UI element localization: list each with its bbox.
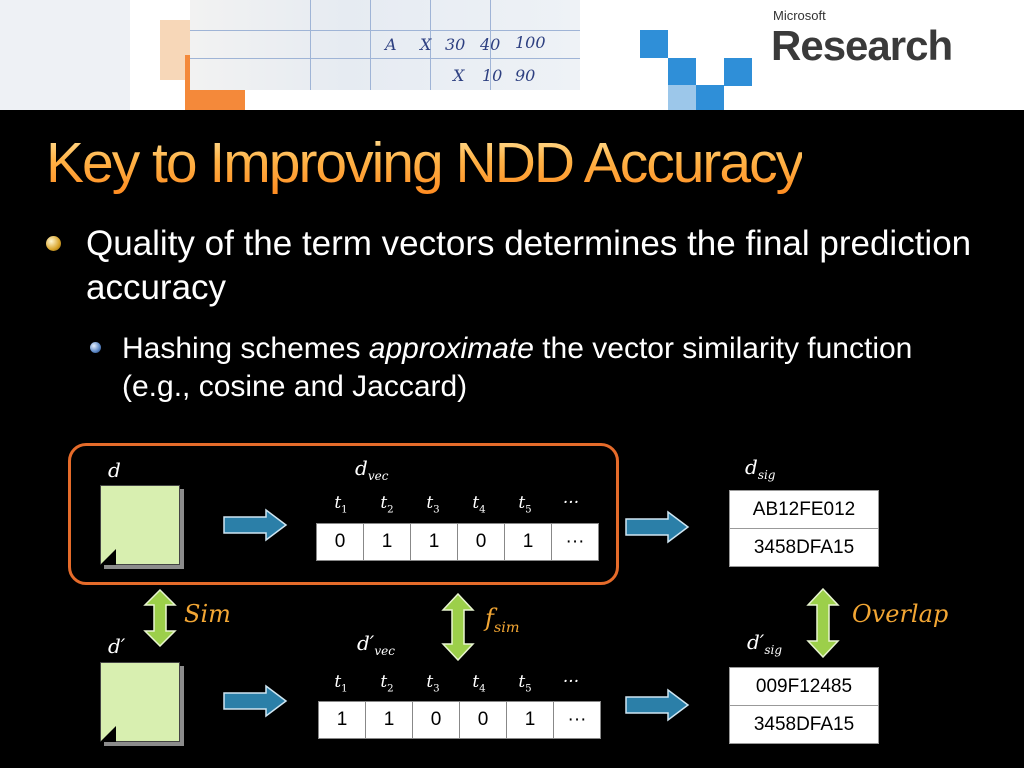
doc-label-d: d xyxy=(108,458,121,482)
handwriting: 10 xyxy=(482,66,503,85)
term-header: t3 xyxy=(426,672,440,695)
term-header-row: t1 t2 t3 t4 t5 ··· xyxy=(318,672,594,694)
vec-label: dvec xyxy=(355,456,389,483)
vector-cell: 0 xyxy=(412,701,460,739)
term-header: t3 xyxy=(426,493,440,516)
header-banner: A X 30 40 100 X 10 90 Microsoft Research xyxy=(0,0,1024,110)
decor-square xyxy=(668,85,696,110)
term-header: t2 xyxy=(380,672,394,695)
handwriting: X xyxy=(420,35,432,54)
highlight-box xyxy=(68,443,619,585)
fsim-label: fsim xyxy=(485,604,520,636)
signature-cell: 3458DFA15 xyxy=(729,705,879,744)
signature-cell: 009F12485 xyxy=(729,667,879,706)
signature-table: 009F12485 3458DFA15 xyxy=(729,667,879,744)
overlap-label: Overlap xyxy=(852,600,949,628)
term-header: t1 xyxy=(334,672,348,695)
sim-label: Sim xyxy=(184,600,231,628)
vector-cell: 1 xyxy=(318,701,366,739)
sub-bullet-icon xyxy=(90,342,101,353)
term-header: t4 xyxy=(472,672,486,695)
handwriting: 40 xyxy=(480,35,501,54)
term-header: ··· xyxy=(562,672,580,692)
logo-research: Research xyxy=(771,22,953,69)
signature-cell: 3458DFA15 xyxy=(729,528,879,567)
vec-label: d′vec xyxy=(357,631,395,658)
decor-square xyxy=(696,85,724,110)
term-header: t1 xyxy=(334,493,348,516)
term-header: t5 xyxy=(518,493,532,516)
handwriting: 100 xyxy=(515,33,546,52)
doc-label-d-prime: d′ xyxy=(108,634,126,658)
document-icon xyxy=(100,662,180,742)
right-arrow-icon xyxy=(223,684,288,718)
vector-cell: 0 xyxy=(457,523,505,561)
decor-square xyxy=(668,58,696,86)
term-header: t4 xyxy=(472,493,486,516)
term-header: ··· xyxy=(562,493,580,513)
term-header: t2 xyxy=(380,493,394,516)
double-arrow-icon xyxy=(441,593,475,661)
term-vector-table: 1 1 0 0 1 ··· xyxy=(318,701,601,739)
right-arrow-icon xyxy=(223,508,288,542)
logo-microsoft: Microsoft xyxy=(773,8,826,23)
slide-title: Key to Improving NDD Accuracy xyxy=(46,131,804,195)
vector-cell: 0 xyxy=(316,523,364,561)
document-icon xyxy=(100,485,180,565)
vector-cell: 1 xyxy=(504,523,552,561)
signature-table: AB12FE012 3458DFA15 xyxy=(729,490,879,567)
right-arrow-icon xyxy=(625,510,690,544)
bullet-level2: Hashing schemes approximate the vector s… xyxy=(122,332,913,403)
handwriting: X xyxy=(453,66,465,85)
sig-label: dsig xyxy=(745,455,776,482)
right-arrow-icon xyxy=(625,688,690,722)
decor-square xyxy=(640,30,668,58)
vector-cell: 1 xyxy=(506,701,554,739)
decor-square xyxy=(724,58,752,86)
decor-square xyxy=(0,0,130,110)
handwriting: A xyxy=(385,35,397,54)
term-header-row: t1 t2 t3 t4 t5 ··· xyxy=(318,493,594,515)
handwriting: 30 xyxy=(445,35,466,54)
signature-cell: AB12FE012 xyxy=(729,490,879,529)
handwritten-table-photo: A X 30 40 100 X 10 90 xyxy=(190,0,580,90)
bullet-level1: Quality of the term vectors determines t… xyxy=(86,224,972,307)
sig-label: d′sig xyxy=(747,630,783,657)
vector-cell: 1 xyxy=(365,701,413,739)
double-arrow-icon xyxy=(143,589,177,647)
vector-cell: 0 xyxy=(459,701,507,739)
handwriting: 90 xyxy=(515,66,536,85)
vector-cell: 1 xyxy=(363,523,411,561)
double-arrow-icon xyxy=(806,588,840,658)
vector-cell: ··· xyxy=(551,523,599,561)
bullet-icon xyxy=(46,236,61,251)
term-header: t5 xyxy=(518,672,532,695)
vector-cell: 1 xyxy=(410,523,458,561)
vector-cell: ··· xyxy=(553,701,601,739)
term-vector-table: 0 1 1 0 1 ··· xyxy=(316,523,599,561)
